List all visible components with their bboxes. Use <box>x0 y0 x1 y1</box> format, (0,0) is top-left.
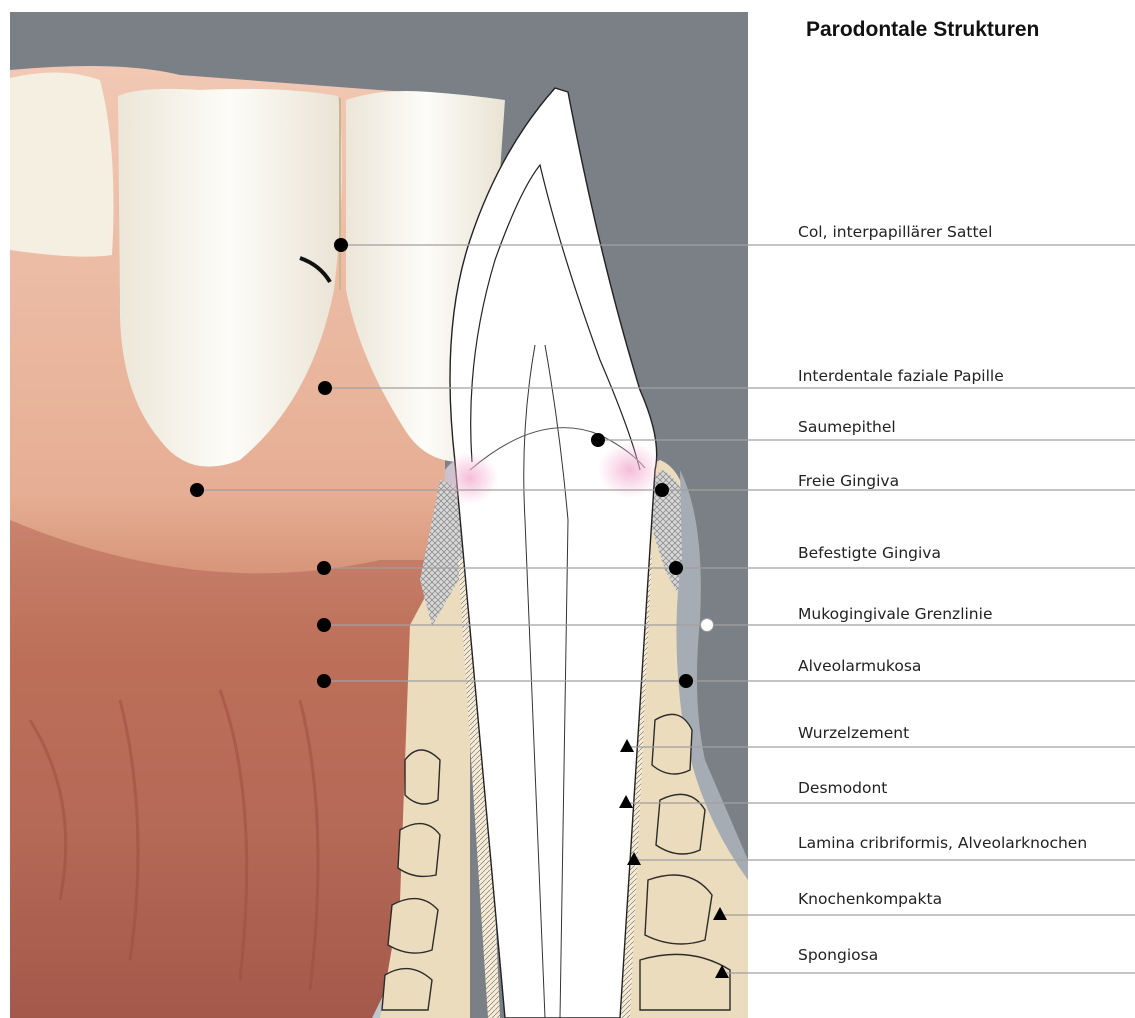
marker-4-b <box>670 562 683 575</box>
marker-6 <box>318 675 331 688</box>
marker-5-b <box>701 619 714 632</box>
marker-3 <box>191 484 204 497</box>
marker-9 <box>627 852 641 865</box>
marker-5 <box>318 619 331 632</box>
marker-1 <box>319 382 332 395</box>
marker-7 <box>620 739 634 752</box>
marker-3-b <box>656 484 669 497</box>
marker-6-b <box>680 675 693 688</box>
marker-4 <box>318 562 331 575</box>
marker-2 <box>592 434 605 447</box>
marker-0 <box>335 239 348 252</box>
marker-11 <box>715 965 729 978</box>
marker-10 <box>713 907 727 920</box>
marker-8 <box>619 795 633 808</box>
